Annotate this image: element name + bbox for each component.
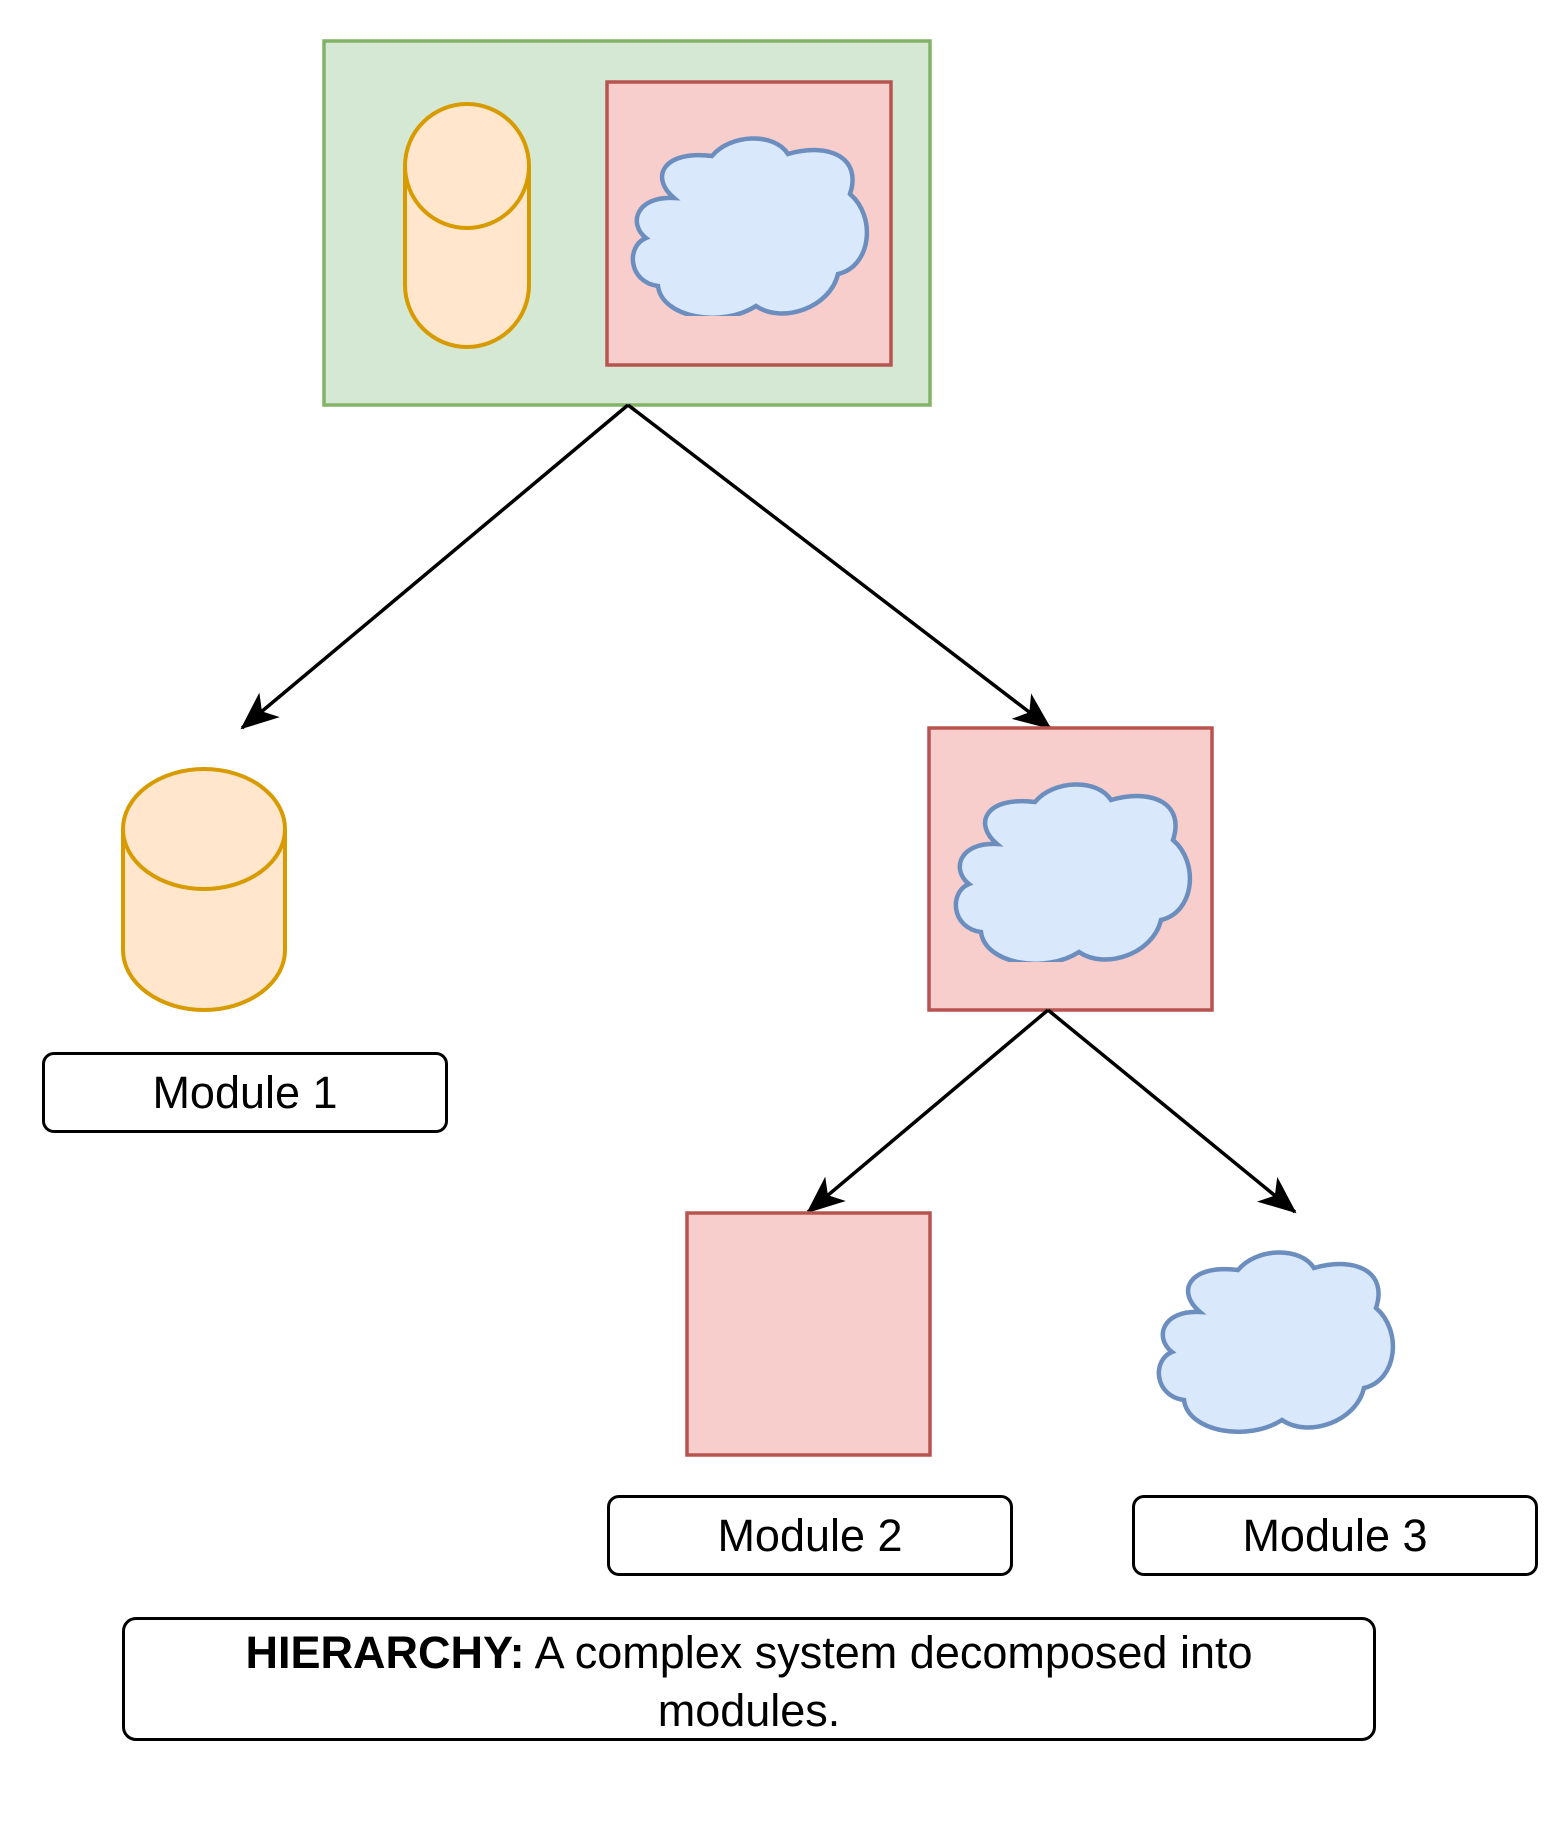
- cloud-icon: [633, 138, 867, 317]
- arrow-icon: [806, 1008, 1050, 1214]
- module-2-label: Module 2: [607, 1495, 1013, 1576]
- module-3-label: Module 3: [1132, 1495, 1538, 1576]
- caption-keyword: HIERARCHY:: [245, 1627, 525, 1678]
- database-cylinder-icon: [121, 767, 287, 1012]
- caption-text: A complex system decomposed into modules…: [534, 1627, 1253, 1736]
- module-3-text: Module 3: [1242, 1509, 1428, 1561]
- cloud-icon: [1159, 1252, 1393, 1431]
- cloud-icon: [956, 784, 1190, 963]
- arrow-icon: [240, 403, 630, 730]
- square-module-icon: [685, 1211, 932, 1457]
- arrow-icon: [626, 403, 1052, 730]
- subsystem-container: [927, 726, 1214, 1012]
- module-2-text: Module 2: [717, 1509, 903, 1561]
- complex-system-container: [322, 39, 932, 407]
- arrow-icon: [1046, 1008, 1297, 1214]
- module-1-text: Module 1: [152, 1066, 338, 1118]
- module-1-label: Module 1: [42, 1052, 448, 1133]
- caption: HIERARCHY: A complex system decomposed i…: [122, 1617, 1376, 1741]
- database-cylinder-icon: [403, 102, 531, 349]
